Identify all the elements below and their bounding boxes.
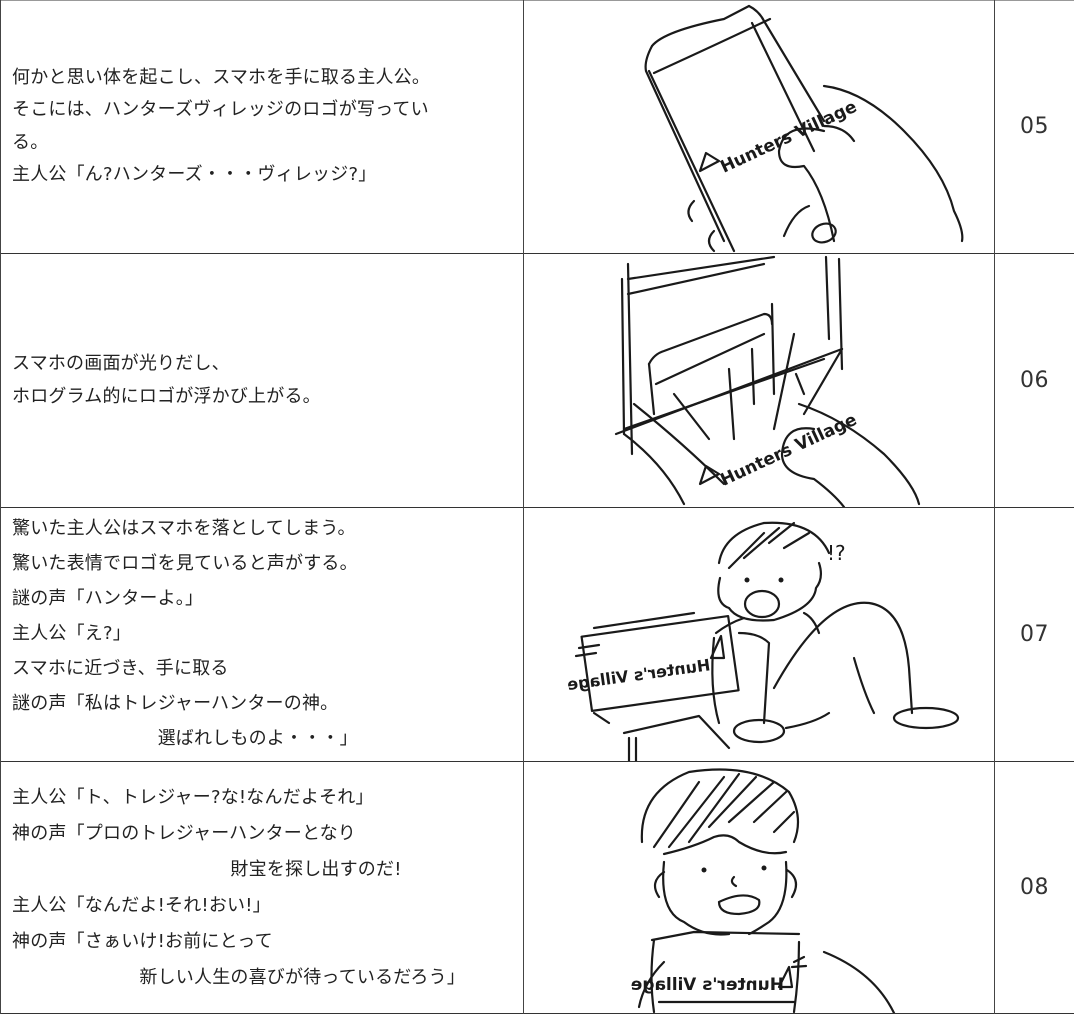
scene-description: スマホの画面が光りだし、 ホログラム的にロゴが浮かび上がる。 bbox=[12, 254, 517, 507]
scene-description: 何かと思い体を起こし、スマホを手に取る主人公。 そこには、ハンターズヴィレッジの… bbox=[12, 0, 517, 253]
script-line: 謎の声「私はトレジャーハンターの神。 bbox=[12, 693, 339, 714]
hunters-village-logo-mirrored: Hunter's Village bbox=[631, 975, 784, 995]
script-line: 新しい人生の喜びが待っているだろう」 bbox=[12, 966, 466, 988]
column-divider bbox=[523, 0, 524, 1014]
scene-sketch-hologram: Hunters Village bbox=[524, 254, 994, 507]
script-line: 謎の声「ハンターよ。」 bbox=[12, 588, 204, 609]
hunters-village-logo-mirrored: Hunter's Village bbox=[566, 655, 712, 694]
scene-number: 08 bbox=[1020, 875, 1049, 900]
script-line: 主人公「え?」 bbox=[12, 623, 131, 644]
table-border-bottom bbox=[0, 1013, 1074, 1014]
script-line: 財宝を探し出すのだ! bbox=[12, 858, 402, 880]
scene-row: スマホの画面が光りだし、 ホログラム的にロゴが浮かび上がる。 bbox=[0, 254, 1074, 507]
script-line: 選ばれしものよ・・・」 bbox=[12, 728, 358, 749]
hunters-village-logo: Hunters Village bbox=[717, 410, 860, 491]
row-divider bbox=[0, 507, 1074, 508]
script-line: スマホの画面が光りだし、 bbox=[12, 353, 230, 374]
table-border-left bbox=[0, 0, 1, 1014]
scene-sketch-phone-in-hand: Hunters Village bbox=[524, 1, 994, 253]
script-line: 主人公「ト、トレジャー?な!なんだよそれ」 bbox=[12, 786, 374, 808]
script-line: 何かと思い体を起こし、スマホを手に取る主人公。 bbox=[12, 66, 431, 88]
scene-number: 06 bbox=[1020, 368, 1049, 393]
script-line: 主人公「ん?ハンターズ・・・ヴィレッジ?」 bbox=[12, 164, 377, 185]
row-divider bbox=[0, 761, 1074, 762]
scene-sketch-surprised-hero: !? Hunter's Village bbox=[524, 508, 994, 761]
script-line: 驚いた主人公はスマホを落としてしまう。 bbox=[12, 518, 356, 539]
scene-sketch-hero-closeup: Hunter's Village bbox=[524, 762, 994, 1013]
script-line: る。 bbox=[12, 131, 49, 153]
column-divider bbox=[994, 0, 995, 1014]
script-line: 神の声「さぁいけ!お前にとって bbox=[12, 930, 273, 952]
script-line: スマホに近づき、手に取る bbox=[12, 658, 229, 679]
scene-row: 驚いた主人公はスマホを落としてしまう。 驚いた表情でロゴを見ていると声がする。 … bbox=[0, 508, 1074, 761]
exclamation-mark: !? bbox=[827, 541, 846, 565]
scene-row: 何かと思い体を起こし、スマホを手に取る主人公。 そこには、ハンターズヴィレッジの… bbox=[0, 0, 1074, 253]
row-divider bbox=[0, 253, 1074, 254]
script-line: ホログラム的にロゴが浮かび上がる。 bbox=[12, 385, 321, 407]
script-line: 神の声「プロのトレジャーハンターとなり bbox=[12, 822, 356, 844]
scene-row: 主人公「ト、トレジャー?な!なんだよそれ」 神の声「プロのトレジャーハンターとな… bbox=[0, 762, 1074, 1013]
script-line: そこには、ハンターズヴィレッジのロゴが写ってい bbox=[12, 99, 429, 120]
table-border-top bbox=[0, 0, 1074, 1]
script-line: 主人公「なんだよ!それ!おい!」 bbox=[12, 894, 271, 916]
scene-number: 07 bbox=[1020, 622, 1049, 647]
script-line: 驚いた表情でロゴを見ていると声がする。 bbox=[12, 553, 358, 574]
scene-description: 驚いた主人公はスマホを落としてしまう。 驚いた表情でロゴを見ていると声がする。 … bbox=[12, 508, 517, 764]
scene-number: 05 bbox=[1020, 114, 1049, 139]
scene-description: 主人公「ト、トレジャー?な!なんだよそれ」 神の声「プロのトレジャーハンターとな… bbox=[12, 762, 517, 1013]
